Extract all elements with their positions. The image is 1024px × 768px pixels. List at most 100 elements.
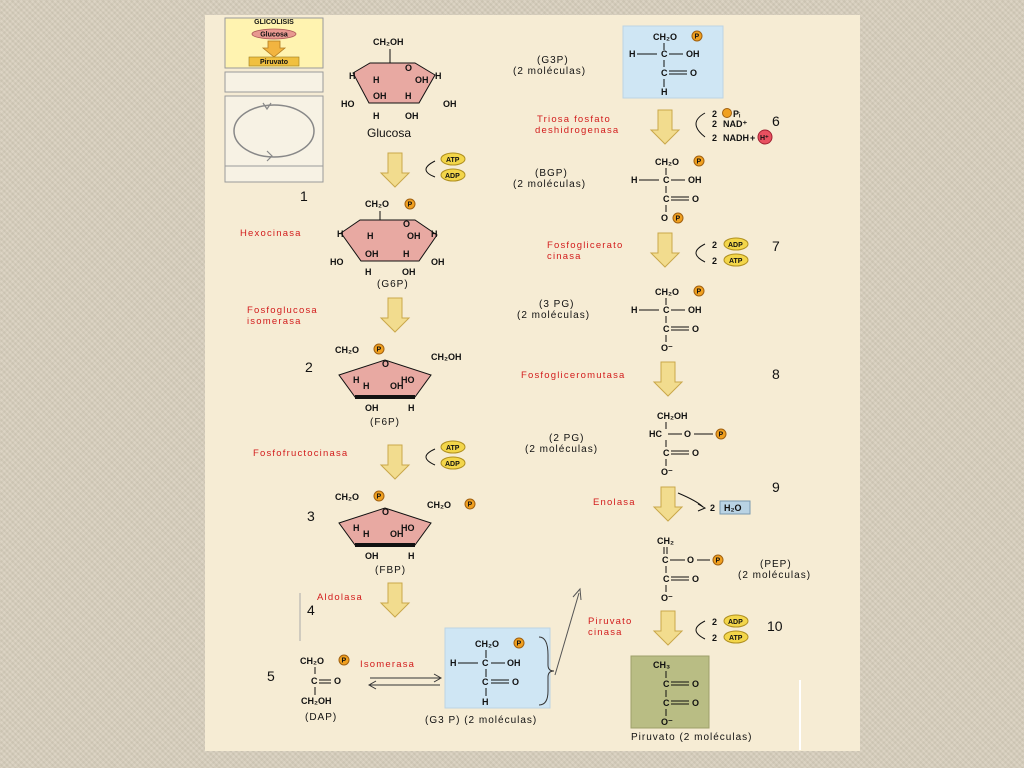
f6p-label: (F6P) [370, 417, 400, 428]
bgp-molecule: CH₂O P H C OH C O O P [631, 155, 705, 224]
svg-text:CH₂O: CH₂O [655, 157, 679, 167]
svg-text:H: H [450, 658, 457, 668]
svg-text:H: H [661, 87, 668, 97]
svg-text:HO: HO [341, 99, 355, 109]
svg-text:H: H [353, 523, 360, 533]
svg-text:O⁻: O⁻ [661, 343, 673, 353]
svg-text:CH₂O: CH₂O [653, 32, 677, 42]
svg-text:O: O [692, 698, 699, 708]
enzyme-isomerasa-5: Isomerasa [360, 659, 415, 670]
svg-text:H: H [337, 229, 344, 239]
svg-text:2: 2 [712, 109, 717, 119]
svg-text:C: C [482, 677, 489, 687]
svg-text:O: O [661, 213, 668, 223]
step-number-7: 7 [772, 238, 780, 254]
svg-text:O: O [692, 324, 699, 334]
svg-text:CH₂O: CH₂O [300, 656, 324, 666]
svg-text:CH₂O: CH₂O [427, 500, 451, 510]
enzyme-fosfoglucosa: Fosfoglucosa [247, 305, 318, 316]
phosphate-icon [693, 155, 705, 167]
svg-text:CH₂: CH₂ [657, 536, 674, 546]
svg-text:H: H [373, 75, 380, 85]
enzyme-fosfofructocinasa: Fosfofructocinasa [253, 448, 348, 459]
svg-text:OH: OH [507, 658, 521, 668]
adp-badge-1 [440, 168, 466, 182]
svg-text:O: O [382, 507, 389, 517]
g6p-ring [340, 219, 438, 262]
phosphate-icon [404, 198, 416, 210]
arrow-step-9 [653, 486, 683, 522]
svg-text:H: H [431, 229, 438, 239]
svg-text:OH: OH [405, 111, 419, 121]
glucose-ring [352, 62, 436, 104]
svg-text:H: H [408, 551, 415, 561]
svg-text:P: P [697, 159, 702, 166]
step-number-4: 4 [307, 602, 315, 618]
svg-text:H: H [408, 403, 415, 413]
svg-text:HO: HO [330, 257, 344, 267]
svg-text:C: C [662, 555, 669, 565]
svg-text:H: H [353, 375, 360, 385]
pyruvate-label: Piruvato (2 moléculas) [631, 732, 752, 743]
step-number-8: 8 [772, 366, 780, 382]
svg-text:OH: OH [443, 99, 457, 109]
pyruvate-molecule: CH₃ C O C O O⁻ [630, 655, 710, 729]
svg-text:ATP: ATP [446, 445, 460, 452]
svg-text:H: H [349, 71, 356, 81]
svg-text:H: H [403, 249, 410, 259]
svg-text:2: 2 [712, 119, 717, 129]
arrow-step-2 [380, 297, 410, 333]
svg-text:OH: OH [365, 403, 379, 413]
g3p-bottom-molecule: CH₂O P H C OH C O H (G3 P) (2 moléculas) [425, 627, 555, 726]
svg-text:H: H [365, 267, 372, 277]
step-number-9: 9 [772, 479, 780, 495]
svg-text:OH: OH [390, 381, 404, 391]
svg-text:HO: HO [401, 523, 415, 533]
phosphate-icon [464, 498, 476, 510]
arrow-step-10 [653, 610, 683, 646]
svg-text:2: 2 [712, 617, 717, 627]
svg-text:P: P [377, 494, 382, 501]
svg-text:CH₂OH: CH₂OH [373, 37, 404, 47]
inset-panel: GLICOLISIS Glucosa Piruvato [224, 17, 324, 183]
svg-text:C: C [663, 305, 670, 315]
phosphate-icon [373, 343, 385, 355]
svg-text:ATP: ATP [446, 157, 460, 164]
phosphate-icon [693, 285, 705, 297]
svg-text:CH₂O: CH₂O [365, 199, 389, 209]
svg-text:ADP: ADP [728, 242, 743, 249]
enzyme-cinasa-7: cinasa [547, 251, 582, 262]
svg-text:P: P [377, 347, 382, 354]
svg-text:O: O [692, 679, 699, 689]
svg-text:P: P [408, 202, 413, 209]
svg-text:ADP: ADP [445, 461, 460, 468]
enzyme-cinasa-10: cinasa [588, 627, 623, 638]
svg-text:C: C [661, 68, 668, 78]
glucose-molecule: CH₂OH O H H OH H HO OH H OH H OH Glucosa [341, 37, 457, 140]
pep-molecule: CH₂ C O P C O O⁻ [657, 536, 724, 603]
svg-text:O⁻: O⁻ [661, 593, 673, 603]
svg-text:CH₂OH: CH₂OH [657, 411, 688, 421]
step-number-6: 6 [772, 113, 780, 129]
step-number-3: 3 [307, 508, 315, 524]
pg2-label: (2 PG) [549, 433, 584, 444]
svg-text:H⁺: H⁺ [760, 135, 769, 142]
svg-text:C: C [663, 679, 670, 689]
glycolysis-diagram: GLICOLISIS Glucosa Piruvato 1 2 3 4 5 6 … [224, 17, 810, 750]
dap-label: (DAP) [305, 712, 337, 723]
pg3-label: (3 PG) [539, 299, 574, 310]
glycolysis-slide: GLICOLISIS Glucosa Piruvato 1 2 3 4 5 6 … [205, 15, 860, 751]
svg-text:C: C [663, 175, 670, 185]
svg-text:O⁻: O⁻ [661, 717, 673, 727]
svg-text:OH: OH [373, 91, 387, 101]
atp-badge-10 [723, 630, 749, 644]
enzyme-fosfoglicerato: Fosfoglicerato [547, 240, 623, 251]
svg-text:CH₂OH: CH₂OH [431, 352, 462, 362]
svg-text:P: P [342, 658, 347, 665]
g6p-molecule: CH₂O P O H H OH H HO OH H OH H OH (G6P) [330, 198, 445, 290]
enzyme-hexocinasa: Hexocinasa [240, 228, 302, 239]
pg2-label-count: (2 moléculas) [525, 444, 598, 455]
svg-text:HO: HO [401, 375, 415, 385]
svg-text:C: C [482, 658, 489, 668]
svg-text:OH: OH [402, 267, 416, 277]
